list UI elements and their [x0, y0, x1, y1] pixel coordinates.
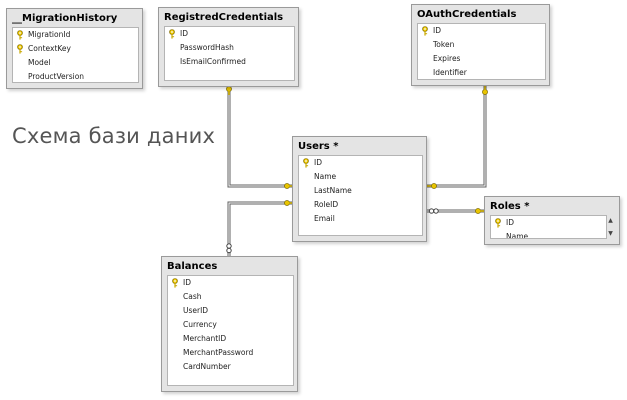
table-title: OAuthCredentials [417, 9, 517, 20]
column-name: RoleID [314, 200, 339, 209]
column-name: ID [433, 26, 441, 35]
table-title: Roles * [490, 201, 530, 212]
column-name: Email [314, 214, 335, 223]
column-name: Name [314, 172, 337, 181]
column-list: ID Name [490, 215, 607, 239]
table-title: Users * [298, 141, 339, 152]
column-name: Cash [183, 292, 202, 301]
column-row[interactable]: ID [418, 24, 545, 38]
column-row[interactable]: UserID [168, 304, 293, 318]
key-end-icon [475, 208, 484, 214]
column-name: ID [180, 29, 188, 38]
primary-key-icon [302, 158, 310, 168]
column-row[interactable]: IsEmailConfirmed [165, 55, 294, 69]
column-name: MerchantID [183, 334, 227, 343]
column-row[interactable]: RoleID [299, 198, 422, 212]
infinity-end-icon [226, 243, 232, 254]
column-row[interactable]: ID [165, 27, 294, 41]
column-name: ID [183, 278, 191, 287]
relationship-oauth-credentials-users[interactable] [427, 86, 488, 189]
primary-key-icon [16, 30, 24, 40]
column-row[interactable]: ContextKey [13, 42, 138, 56]
primary-key-icon [421, 26, 429, 36]
table-title: __MigrationHistory [12, 13, 118, 24]
column-row[interactable]: Name [491, 230, 606, 239]
column-name: IsEmailConfirmed [180, 57, 246, 66]
column-row[interactable]: LastName [299, 184, 422, 198]
column-row[interactable]: PasswordHash [165, 41, 294, 55]
table-title: RegistredCredentials [164, 12, 284, 23]
column-name: PasswordHash [180, 43, 234, 52]
column-name: Name [506, 232, 529, 239]
column-name: Model [28, 58, 51, 67]
column-row[interactable]: Currency [168, 318, 293, 332]
column-row[interactable]: Model [13, 56, 138, 70]
column-row[interactable]: Email [299, 212, 422, 226]
relationship-registred-credentials-users[interactable] [226, 86, 292, 189]
primary-key-icon [168, 29, 176, 39]
column-row[interactable]: ID [491, 216, 606, 230]
column-name: Token [433, 40, 455, 49]
key-end-icon [427, 183, 437, 189]
column-name: LastName [314, 186, 352, 195]
column-row[interactable]: Expires [418, 52, 545, 66]
primary-key-icon [171, 278, 179, 288]
key-end-icon [226, 86, 232, 95]
column-row[interactable]: Token [418, 38, 545, 52]
key-end-icon [284, 200, 292, 206]
column-row[interactable]: Identifier [418, 66, 545, 79]
scroll-up-arrow-icon[interactable]: ▲ [608, 217, 613, 224]
column-name: Currency [183, 320, 217, 329]
key-end-icon [284, 183, 292, 189]
key-end-icon [482, 86, 488, 95]
column-row[interactable]: MerchantPassword [168, 346, 293, 360]
column-name: ProductVersion [28, 72, 85, 81]
infinity-end-icon [428, 208, 439, 214]
column-name: MerchantPassword [183, 348, 254, 357]
primary-key-icon [16, 44, 24, 54]
table-title: Balances [167, 261, 218, 272]
column-list-scrollbar[interactable]: ▲ ▼ [606, 216, 615, 238]
column-row[interactable]: Cash [168, 290, 293, 304]
relationship-users-balances[interactable] [226, 200, 292, 256]
primary-key-icon [494, 218, 502, 228]
diagram-title: Схема бази даних [12, 124, 216, 148]
column-name: ID [314, 158, 322, 167]
column-row[interactable]: MigrationId [13, 28, 138, 42]
table-roles[interactable]: Roles * ID Name ▲ ▼ [484, 196, 620, 245]
column-row[interactable]: ProductVersion [13, 70, 138, 82]
column-name: UserID [183, 306, 209, 315]
column-name: MigrationId [28, 30, 71, 39]
column-name: Expires [433, 54, 461, 63]
column-row[interactable]: CardNumber [168, 360, 293, 374]
column-row[interactable]: ID [168, 276, 293, 290]
column-name: Identifier [433, 68, 467, 77]
relationship-roles-users[interactable] [427, 208, 484, 214]
column-name: ContextKey [28, 44, 71, 53]
column-row[interactable]: ID [299, 156, 422, 170]
column-name: ID [506, 218, 514, 227]
column-name: CardNumber [183, 362, 231, 371]
column-row[interactable]: MerchantID [168, 332, 293, 346]
scroll-down-arrow-icon[interactable]: ▼ [608, 230, 613, 237]
column-row[interactable]: Name [299, 170, 422, 184]
